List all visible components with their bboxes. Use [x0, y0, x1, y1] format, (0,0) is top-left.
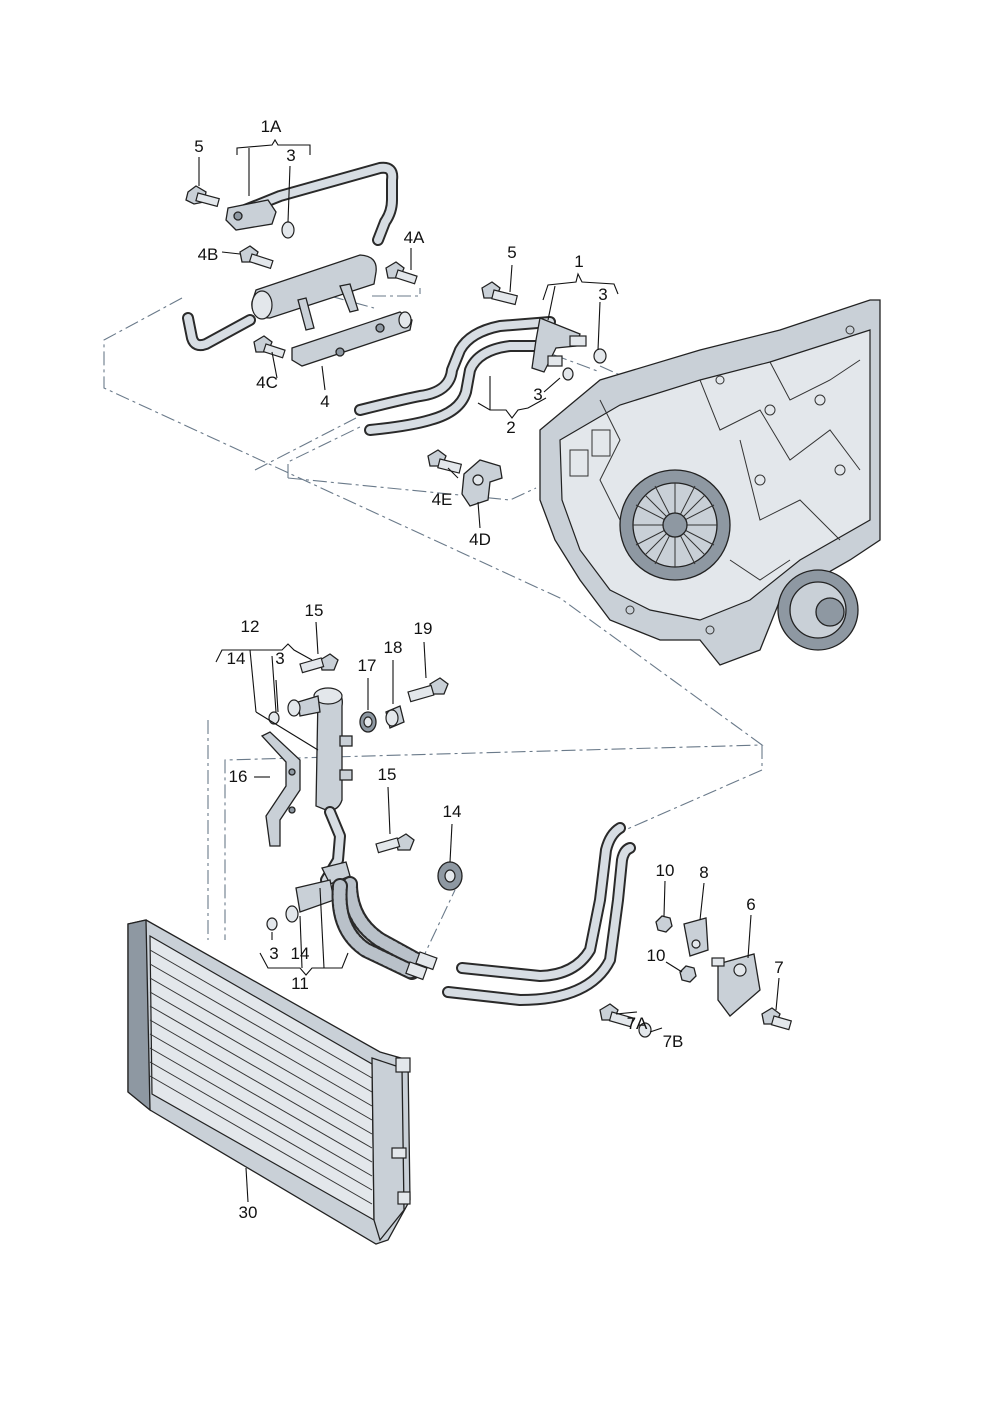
- label-10-bottom: 10: [647, 946, 666, 965]
- label-14-top: 14: [227, 649, 246, 668]
- hoses-and-lines: [331, 822, 636, 1006]
- label-7B: 7B: [663, 1032, 684, 1051]
- label-12: 12: [241, 617, 260, 636]
- label-4E: 4E: [432, 490, 453, 509]
- label-15-mid: 15: [378, 765, 397, 784]
- label-18: 18: [384, 638, 403, 657]
- label-7A: 7A: [627, 1014, 648, 1033]
- label-1: 1: [574, 252, 583, 271]
- label-3-mid: 3: [533, 385, 542, 404]
- label-16: 16: [229, 767, 248, 786]
- label-3-top: 3: [286, 146, 295, 165]
- label-4B: 4B: [198, 245, 219, 264]
- pipe-1A: [185, 161, 399, 246]
- label-5-top: 5: [194, 137, 203, 156]
- label-6: 6: [746, 895, 755, 914]
- label-8: 8: [699, 863, 708, 882]
- label-17: 17: [358, 656, 377, 675]
- label-5-mid: 5: [507, 243, 516, 262]
- reference-dash-lines: [103, 288, 764, 965]
- label-3-right: 3: [598, 285, 607, 304]
- brackets-6-8: [599, 915, 793, 1038]
- label-7: 7: [774, 958, 783, 977]
- label-1A: 1A: [261, 117, 282, 136]
- label-3-filter: 3: [275, 649, 284, 668]
- label-14-mid: 14: [443, 802, 462, 821]
- label-2: 2: [506, 418, 515, 437]
- leader-lines: [198, 138, 780, 1203]
- label-11: 11: [291, 974, 309, 993]
- label-4: 4: [320, 392, 329, 411]
- part-labels: 1A 5 3 4B 4A 4C 4 5 1 3 3 2 4E 4D 12 14 …: [194, 117, 783, 1222]
- filter-assembly-12: [260, 653, 463, 931]
- label-3-bottom: 3: [269, 944, 278, 963]
- clamp-4D-bolt-4E: [427, 449, 503, 507]
- oil-cooler-4: [182, 245, 418, 367]
- label-15-top: 15: [305, 601, 324, 620]
- radiator-30: [127, 919, 411, 1245]
- label-14-bottom: 14: [291, 944, 310, 963]
- pipes-1-2: [354, 281, 607, 436]
- label-10-top: 10: [656, 861, 675, 880]
- label-4A: 4A: [404, 228, 425, 247]
- label-19: 19: [414, 619, 433, 638]
- label-4D: 4D: [469, 530, 491, 549]
- label-4C: 4C: [256, 373, 278, 392]
- radiator-fins: [149, 949, 373, 1205]
- label-30: 30: [239, 1203, 258, 1222]
- transmission-housing: [539, 299, 881, 666]
